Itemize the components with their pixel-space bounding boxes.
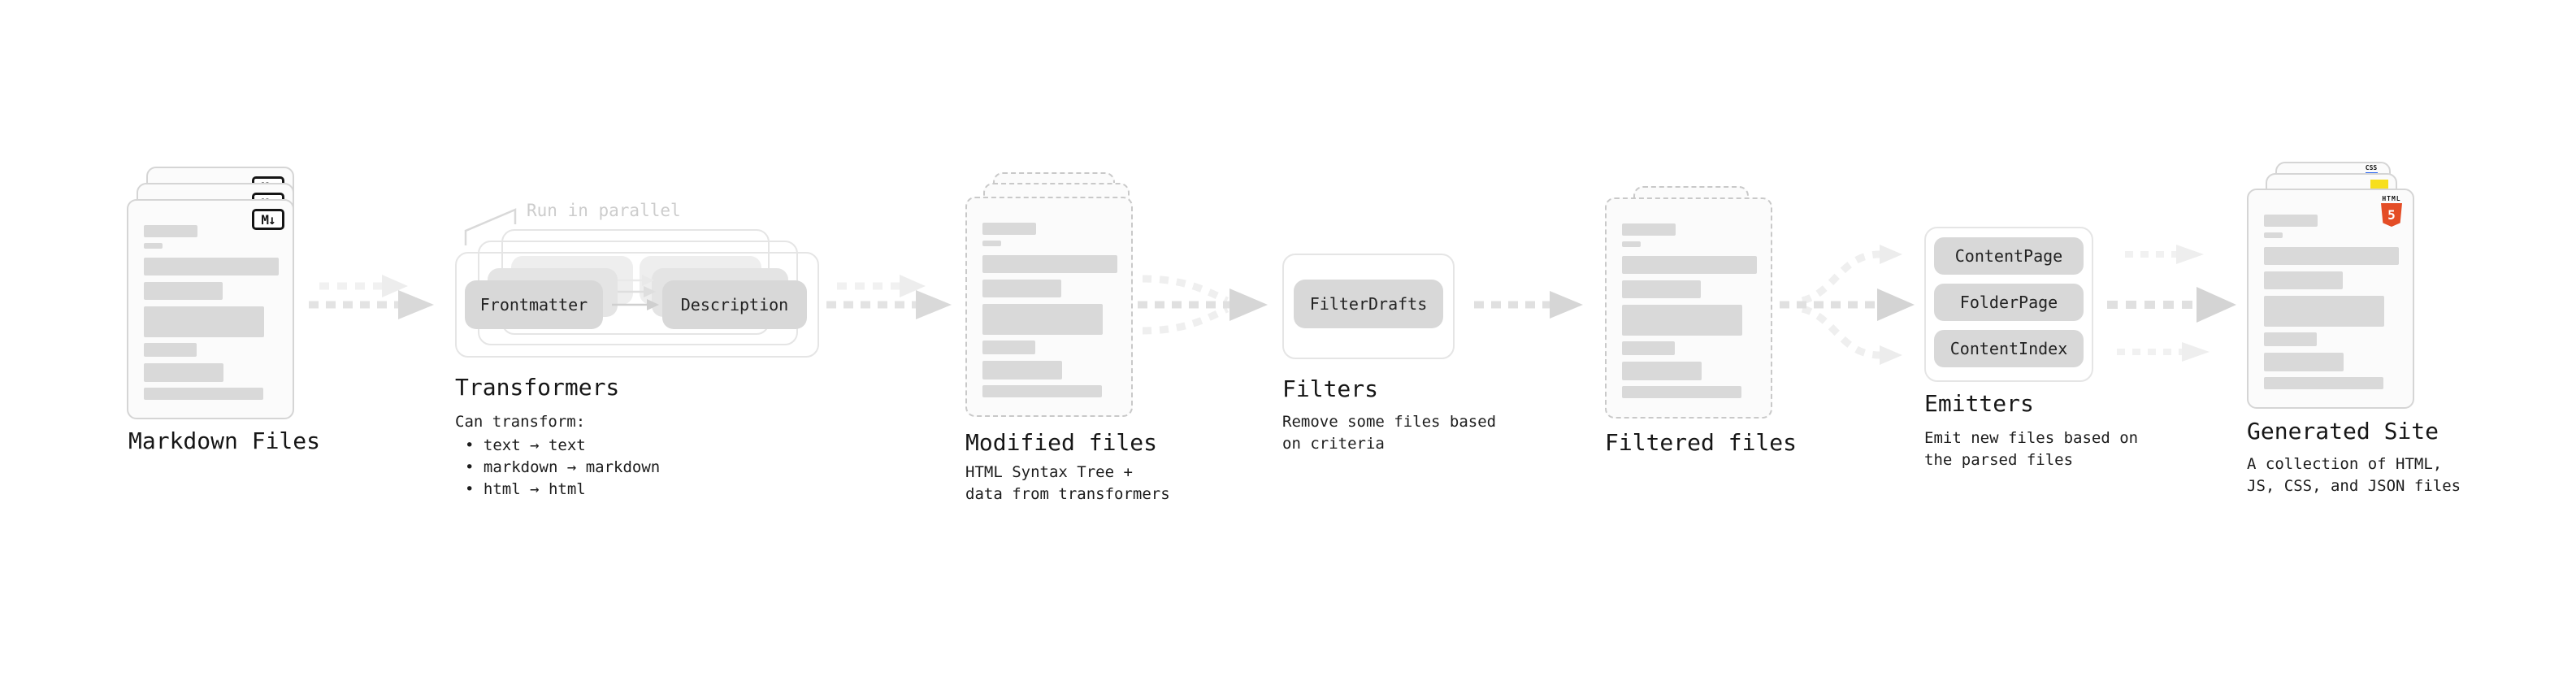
markdown-icon: M↓ bbox=[252, 209, 284, 230]
placeholder-text-bar bbox=[2264, 215, 2318, 227]
placeholder-text-bar bbox=[1622, 386, 1741, 398]
arrow-transformers-to-modified-icon bbox=[826, 275, 952, 319]
markdown-files-title: Markdown Files bbox=[128, 427, 321, 454]
javascript-icon bbox=[2370, 180, 2388, 189]
placeholder-text-bar bbox=[1622, 223, 1676, 236]
placeholder-text-bar bbox=[982, 340, 1035, 354]
modified-file-page-front bbox=[965, 197, 1133, 417]
placeholder-text-bar bbox=[1622, 305, 1742, 336]
placeholder-text-bar bbox=[144, 306, 264, 337]
filters-subtitle: Remove some files based on criteria bbox=[1282, 413, 1497, 453]
folderpage-chip: FolderPage bbox=[1934, 284, 2084, 321]
placeholder-text-bar bbox=[2264, 332, 2317, 346]
bullet-item: • text → text bbox=[465, 436, 586, 454]
placeholder-text-bar bbox=[982, 385, 1102, 397]
filtered-file-page-front bbox=[1605, 197, 1772, 419]
filterdrafts-chip: FilterDrafts bbox=[1294, 280, 1443, 328]
placeholder-text-bar bbox=[144, 258, 279, 275]
placeholder-text-bar bbox=[982, 280, 1061, 297]
transformers-title: Transformers bbox=[455, 374, 620, 401]
placeholder-text-bar bbox=[144, 343, 197, 357]
filtered-files-title: Filtered files bbox=[1605, 429, 1798, 456]
markdown-file-page-front: M↓ bbox=[127, 199, 294, 419]
description-chip: Description bbox=[662, 280, 807, 329]
transformers-heading: Can transform: bbox=[455, 413, 586, 431]
run-in-parallel-label: Run in parallel bbox=[527, 201, 681, 220]
placeholder-text-bar bbox=[144, 363, 223, 382]
placeholder-text-bar bbox=[1622, 241, 1641, 247]
placeholder-text-bar bbox=[982, 255, 1117, 273]
placeholder-text-bar bbox=[2264, 247, 2399, 265]
arrow-emitters-to-site-icon bbox=[2107, 245, 2236, 362]
html5-icon: HTML 5 bbox=[2379, 195, 2404, 227]
generated-site-title: Generated Site bbox=[2247, 418, 2439, 445]
arrow-modified-to-filters-icon bbox=[1138, 275, 1268, 335]
filters-frame bbox=[1282, 254, 1455, 359]
placeholder-text-bar bbox=[144, 243, 163, 249]
contentindex-chip: ContentIndex bbox=[1934, 330, 2084, 367]
emitters-subtitle: Emit new files based on the parsed files bbox=[1924, 429, 2139, 469]
bullet-item: • markdown → markdown bbox=[465, 458, 661, 476]
placeholder-text-bar bbox=[982, 304, 1103, 335]
bullet-item: • html → html bbox=[465, 480, 586, 498]
placeholder-text-bar bbox=[144, 282, 223, 300]
site-page-html: HTML 5 bbox=[2247, 189, 2414, 409]
frontmatter-chip: Frontmatter bbox=[465, 280, 603, 329]
arrow-markdown-to-transformers-icon bbox=[309, 275, 434, 319]
placeholder-text-bar bbox=[982, 223, 1036, 235]
placeholder-text-bar bbox=[2264, 377, 2383, 389]
placeholder-text-bar bbox=[2264, 353, 2344, 371]
generated-site-subtitle: A collection of HTML, JS, CSS, and JSON … bbox=[2247, 455, 2461, 495]
placeholder-text-bar bbox=[982, 241, 1001, 246]
emitters-frame bbox=[1924, 227, 2093, 382]
transformer-arrows-icon bbox=[464, 208, 659, 310]
placeholder-text-bar bbox=[2264, 271, 2343, 289]
emitters-title: Emitters bbox=[1924, 390, 2034, 417]
placeholder-text-bar bbox=[144, 225, 197, 237]
placeholder-text-bar bbox=[1622, 362, 1702, 380]
modified-files-subtitle: HTML Syntax Tree + data from transformer… bbox=[965, 463, 1170, 503]
placeholder-text-bar bbox=[2264, 232, 2283, 238]
placeholder-text-bar bbox=[2264, 296, 2384, 327]
transformers-bullets: • text → text • markdown → markdown • ht… bbox=[465, 435, 660, 501]
modified-files-title: Modified files bbox=[965, 429, 1158, 456]
placeholder-text-bar bbox=[982, 361, 1062, 380]
filters-title: Filters bbox=[1282, 375, 1379, 402]
contentpage-chip: ContentPage bbox=[1934, 237, 2084, 275]
placeholder-text-bar bbox=[1622, 256, 1757, 274]
arrow-filters-to-filtered-icon bbox=[1474, 291, 1583, 319]
arrow-filtered-to-emitters-icon bbox=[1780, 245, 1915, 365]
transformer-frame-front bbox=[455, 252, 819, 358]
placeholder-text-bar bbox=[144, 388, 263, 400]
placeholder-text-bar bbox=[1622, 341, 1675, 355]
placeholder-text-bar bbox=[1622, 280, 1701, 298]
